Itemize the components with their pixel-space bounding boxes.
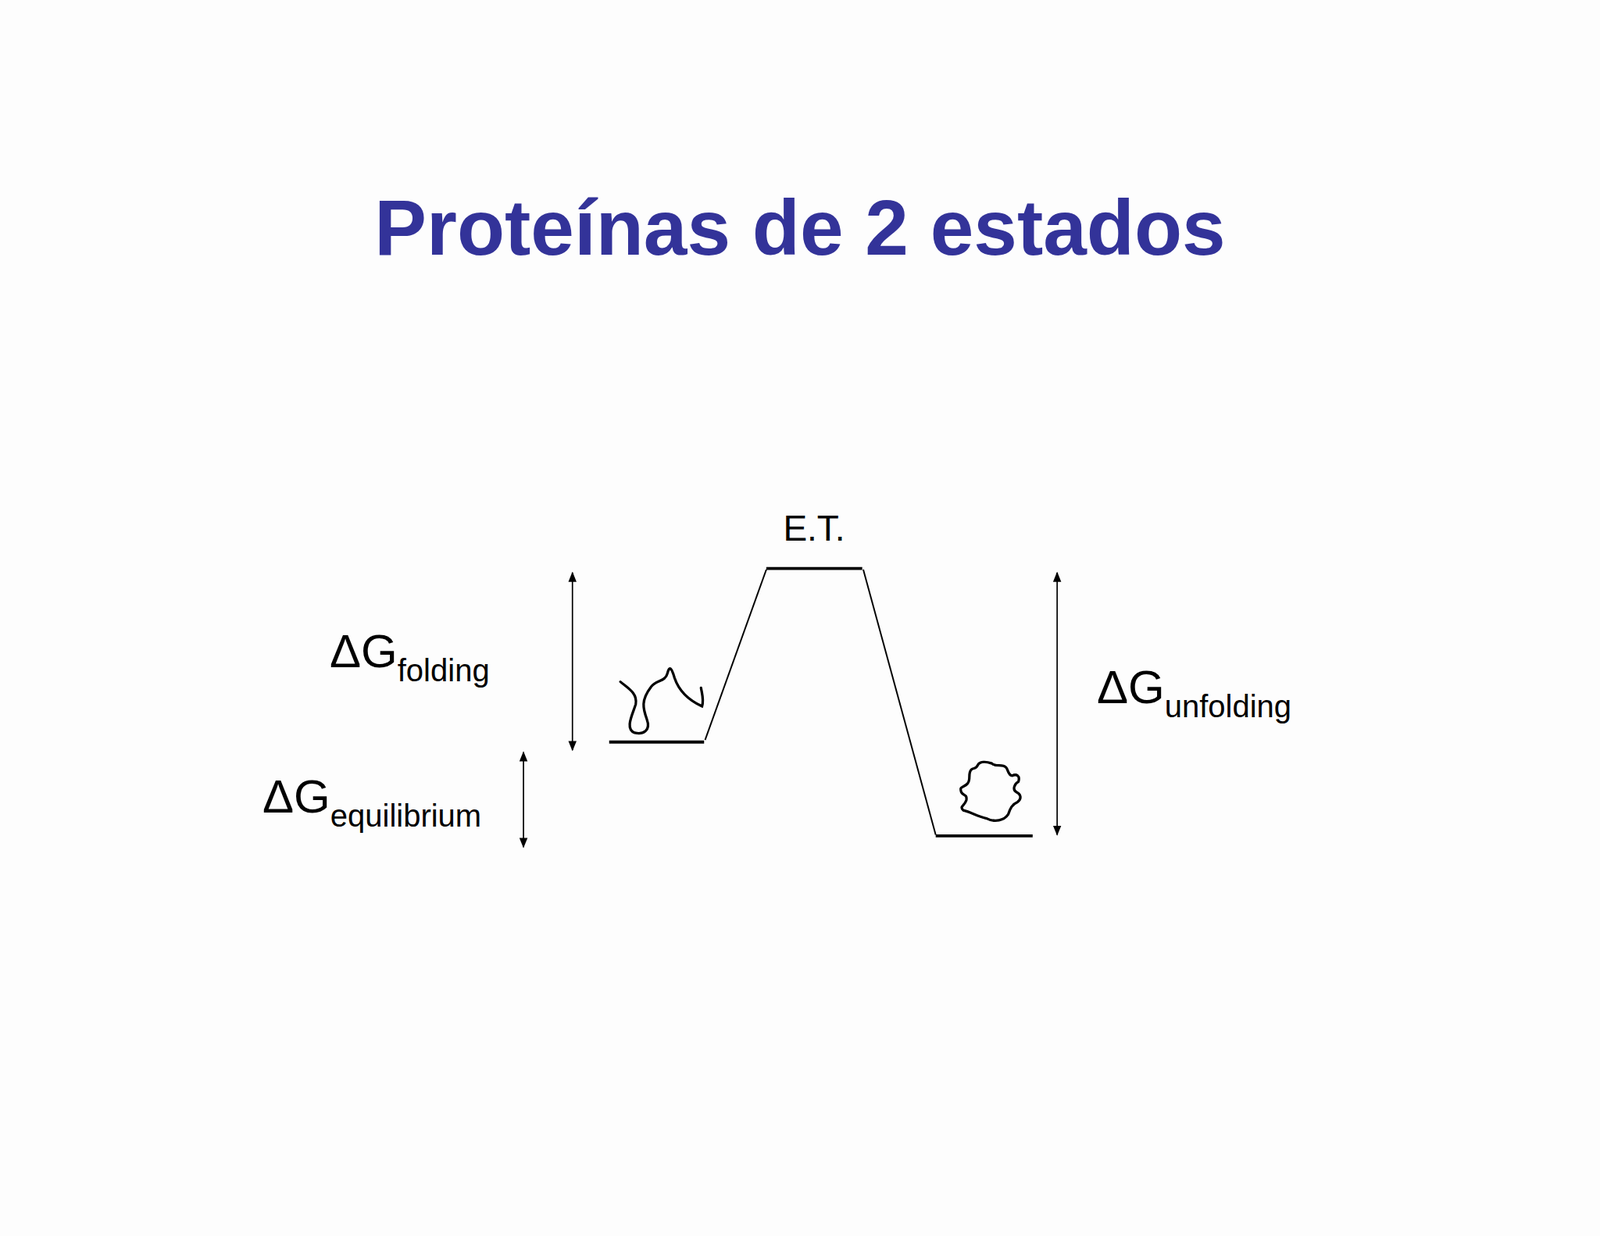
unfolded-level (609, 740, 704, 744)
profile-line (863, 569, 936, 836)
double-arrow (571, 572, 574, 750)
profile-line (705, 569, 767, 740)
double-arrow (1056, 572, 1058, 836)
double-arrow (522, 752, 525, 847)
energy-profile (609, 568, 1033, 836)
transition-level (766, 567, 863, 571)
folded-protein (960, 761, 1021, 821)
folded-level (935, 834, 1033, 838)
delta-g-symbol: ΔG (1096, 664, 1165, 711)
delta-g-symbol: ΔG (262, 773, 331, 821)
delta-g-subscript: equilibrium (330, 800, 482, 832)
transition-state-label: E.T. (782, 510, 845, 547)
unfolded-chain (620, 668, 704, 734)
title: Proteínas de 2 estados (0, 188, 1600, 267)
delta-g-subscript: unfolding (1164, 690, 1292, 722)
energy-arrows (523, 572, 1058, 847)
delta-g-symbol: ΔG (329, 628, 398, 675)
delta-g-subscript: folding (397, 654, 490, 686)
